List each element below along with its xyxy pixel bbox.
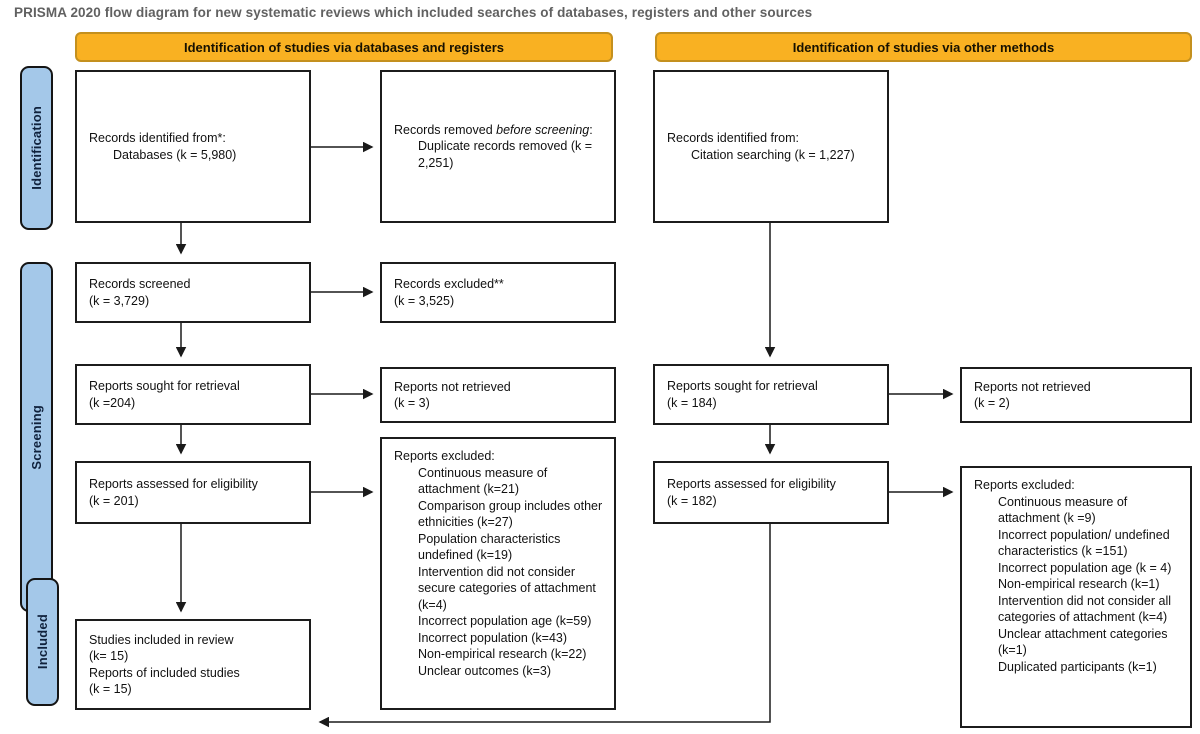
stage-label-screening-text: Screening [29,404,44,470]
stage-label-screening: Screening [20,262,53,612]
reports-not-retrieved-db-count: (k = 3) [394,396,430,410]
records-removed-item: Duplicate records removed (k = 2,251) [418,139,593,170]
reports-assessed-db-label: Reports assessed for eligibility [89,477,258,492]
box-records-identified-databases: Records identified from*: Databases (k =… [75,70,311,223]
box-records-identified-other: Records identified from: Citation search… [653,70,889,223]
reports-excluded-other-item: Unclear attachment categories (k=1) [998,626,1168,658]
reports-assessed-other-label: Reports assessed for eligibility [667,477,836,492]
reports-excluded-db-item: Intervention did not consider secure cat… [418,564,596,612]
reports-excluded-db-item: Incorrect population age (k=59) [418,614,592,628]
box-reports-assessed-other: Reports assessed for eligibility (k = 18… [653,461,889,524]
header-other-methods-label: Identification of studies via other meth… [792,39,1055,55]
reports-sought-db-label: Reports sought for retrieval [89,379,240,394]
page-title: PRISMA 2020 flow diagram for new systema… [14,5,813,20]
studies-included-line4: (k = 15) [89,681,132,696]
studies-included-line1: Studies included in review [89,633,234,647]
stage-label-included-text: Included [35,614,50,670]
reports-excluded-other-item: Continuous measure of attachment (k =9) [998,494,1128,526]
reports-sought-other-count: (k = 184) [667,395,717,410]
box-records-screened: Records screened (k = 3,729) [75,262,311,323]
box-reports-sought-other: Reports sought for retrieval (k = 184) [653,364,889,425]
reports-excluded-db-item: Unclear outcomes (k=3) [418,663,552,678]
reports-not-retrieved-db-label: Reports not retrieved [394,379,511,394]
header-other-methods: Identification of studies via other meth… [655,32,1192,62]
reports-excluded-db-item: Continuous measure of attachment (k=21) [418,465,548,497]
box-reports-excluded-db: Reports excluded: Continuous measure of … [380,437,616,710]
reports-assessed-db-count: (k = 201) [89,493,139,508]
reports-assessed-other-count: (k = 182) [667,493,717,508]
box-reports-not-retrieved-db: Reports not retrieved (k = 3) [380,367,616,423]
reports-sought-db-count: (k =204) [89,395,136,410]
header-databases-registers-label: Identification of studies via databases … [183,39,505,55]
reports-excluded-other-item: Duplicated participants (k=1) [998,659,1157,674]
records-removed-suffix: : [589,123,593,138]
records-removed-heading: Records removed before screening: [394,122,604,138]
records-screened-count: (k = 3,729) [89,293,150,308]
stage-label-identification-text: Identification [29,106,44,190]
reports-excluded-db-item: Incorrect population (k=43) [418,630,568,645]
stage-label-included: Included [26,578,59,706]
box-records-excluded: Records excluded** (k = 3,525) [380,262,616,323]
reports-excluded-other-item: Incorrect population/ undefined characte… [998,527,1170,559]
box-records-removed: Records removed before screening: Duplic… [380,70,616,223]
reports-not-retrieved-other-label: Reports not retrieved [974,379,1091,394]
stage-label-identification: Identification [20,66,53,230]
reports-excluded-other-title: Reports excluded: [974,478,1075,492]
records-excluded-count: (k = 3,525) [394,293,455,308]
reports-excluded-other-item: Intervention did not consider all catego… [998,593,1172,625]
reports-excluded-other-item: Non-empirical research (k=1) [998,577,1160,591]
records-excluded-label: Records excluded** [394,277,504,292]
records-identified-line1: Records identified from*: [89,131,226,146]
reports-excluded-db-title: Reports excluded: [394,449,495,463]
studies-included-line3: Reports of included studies [89,665,240,680]
box-reports-not-retrieved-other: Reports not retrieved (k = 2) [960,367,1192,423]
box-reports-assessed-db: Reports assessed for eligibility (k = 20… [75,461,311,524]
studies-included-line2: (k= 15) [89,649,129,664]
records-identified-other-line1: Records identified from: [667,131,800,146]
records-identified-other-line2: Citation searching (k = 1,227) [691,147,855,162]
reports-excluded-db-item: Population characteristics undefined (k=… [418,531,561,563]
records-removed-prefix: Records removed [394,123,497,138]
reports-not-retrieved-other-count: (k = 2) [974,396,1010,410]
header-databases-registers: Identification of studies via databases … [75,32,613,62]
box-reports-excluded-other: Reports excluded: Continuous measure of … [960,466,1192,728]
reports-excluded-db-item: Non-empirical research (k=22) [418,647,587,661]
reports-excluded-other-item: Incorrect population age (k = 4) [998,560,1172,575]
reports-excluded-db-item: Comparison group includes other ethnicit… [418,498,603,530]
records-identified-line2: Databases (k = 5,980) [113,147,237,162]
records-screened-label: Records screened [89,277,191,292]
reports-sought-other-label: Reports sought for retrieval [667,379,818,394]
records-removed-italic: before screening [496,123,590,138]
box-reports-sought-db: Reports sought for retrieval (k =204) [75,364,311,425]
box-studies-included: Studies included in review (k= 15) Repor… [75,619,311,710]
